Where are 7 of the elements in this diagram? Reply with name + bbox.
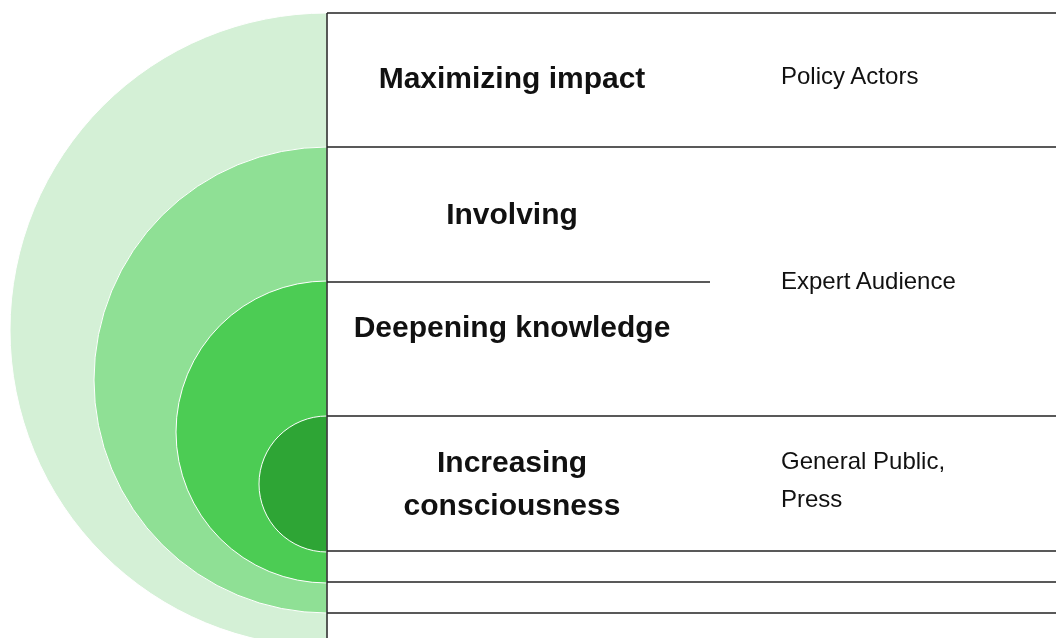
audience-text: Expert Audience bbox=[781, 266, 956, 296]
band-heading: Maximizing impact bbox=[377, 60, 647, 96]
audience-text: Policy Actors bbox=[781, 61, 920, 91]
band-heading: Involving bbox=[445, 196, 579, 232]
band-heading: Increasing consciousness bbox=[402, 444, 622, 523]
band-heading: Deepening knowledge bbox=[352, 309, 672, 345]
audience-text: General Public, Press bbox=[781, 446, 947, 514]
